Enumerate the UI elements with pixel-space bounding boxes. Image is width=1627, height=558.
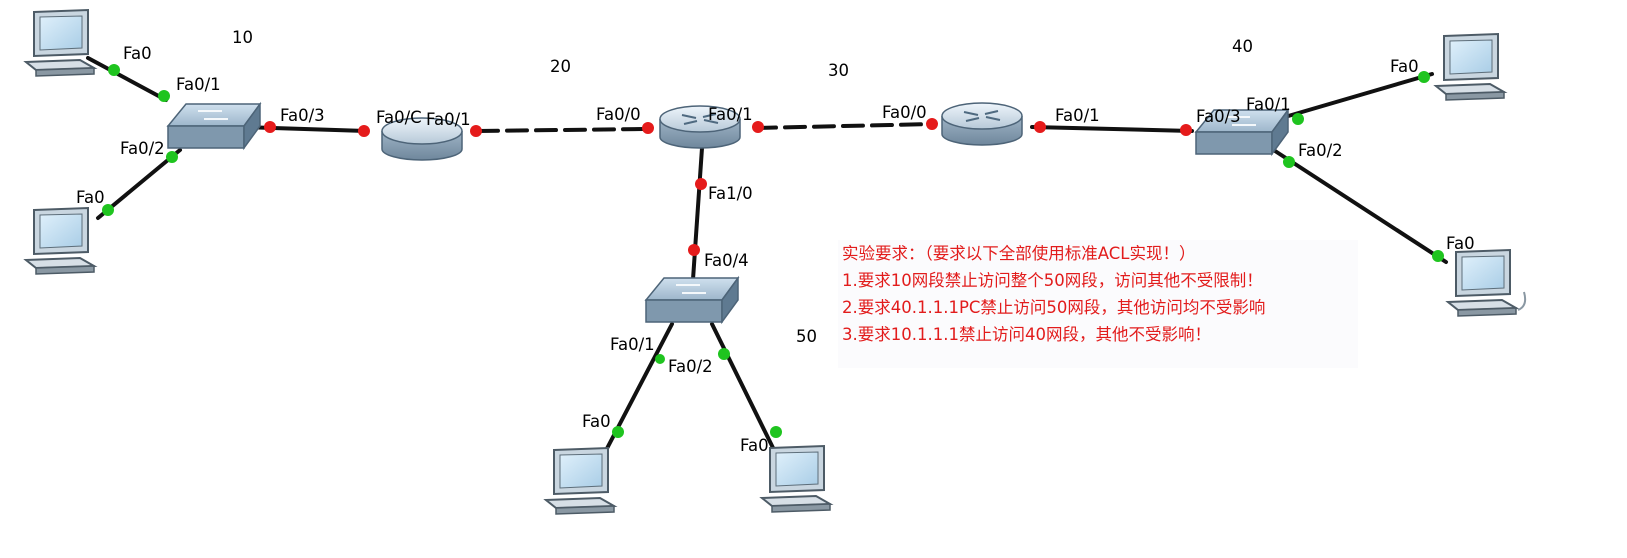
- link-down-dot: [264, 121, 276, 133]
- link-up-dot: [108, 64, 120, 76]
- port-label: Fa0: [1446, 234, 1475, 253]
- port-label: Fa1/0: [708, 184, 753, 203]
- link-up-dot: [1283, 156, 1295, 168]
- link-down-dot: [695, 178, 707, 190]
- network-label-50: 50: [796, 327, 817, 346]
- pc-top-right[interactable]: [1433, 32, 1508, 101]
- requirement-item-1: 1.要求10网段禁止访问整个50网段，访问其他不受限制！: [842, 271, 1263, 290]
- port-label: Fa0/0: [882, 103, 927, 122]
- link-up-dot: [612, 426, 624, 438]
- link-down-dot: [1034, 121, 1046, 133]
- port-label: Fa0: [76, 188, 105, 207]
- requirement-item-3: 3.要求10.1.1.1禁止访问40网段，其他不受影响！: [842, 325, 1211, 344]
- port-label: Fa0/1: [1246, 95, 1291, 114]
- cable-r3-sw3: [1030, 125, 1194, 133]
- link-down-dot: [752, 121, 764, 133]
- requirements-note: 实验要求：（要求以下全部使用标准ACL实现！） 1.要求10网段禁止访问整个50…: [838, 240, 1358, 368]
- link-down-dot: [358, 125, 370, 137]
- link-up-dot: [166, 151, 178, 163]
- link-up-dot: [770, 426, 782, 438]
- switch-bottom[interactable]: [644, 275, 740, 325]
- network-label-20: 20: [550, 57, 571, 76]
- port-label: Fa0/3: [1196, 107, 1241, 126]
- link-down-dot: [1180, 124, 1192, 136]
- pc-bottom-left[interactable]: [543, 446, 618, 515]
- port-label: Fa0/1: [1055, 106, 1100, 125]
- port-label: Fa0/1: [610, 335, 655, 354]
- port-label: Fa0/4: [704, 251, 749, 270]
- pc-bottom-right[interactable]: [759, 444, 834, 513]
- router-left[interactable]: [381, 117, 463, 161]
- port-label: Fa0/2: [120, 139, 165, 158]
- port-label: Fa0/2: [1298, 141, 1343, 160]
- cable-sw3-pc3: [1276, 72, 1434, 121]
- cable-sw1-r1: [242, 125, 368, 133]
- network-label-10: 10: [232, 28, 253, 47]
- port-label: Fa0/1: [426, 110, 471, 129]
- link-down-dot: [926, 118, 938, 130]
- port-label: Fa0/1: [176, 75, 221, 94]
- port-label: Fa0/0: [596, 105, 641, 124]
- network-label-40: 40: [1232, 37, 1253, 56]
- link-status-dots: [102, 64, 1444, 438]
- port-label: Fa0/1: [708, 105, 753, 124]
- link-down-dot: [688, 244, 700, 256]
- cable-sw2-pc6: [710, 322, 780, 460]
- pc-right-bottom[interactable]: [1445, 248, 1527, 317]
- requirement-item-2: 2.要求40.1.1.1PC禁止访问50网段，其他访问均不受影响: [842, 298, 1266, 317]
- port-label: Fa0: [123, 44, 152, 63]
- link-up-dot: [1418, 71, 1430, 83]
- pc-top-left[interactable]: [23, 8, 98, 77]
- cable-pc1-sw1: [86, 56, 168, 102]
- router-center[interactable]: [659, 105, 741, 149]
- link-up-dot: [1292, 113, 1304, 125]
- requirements-title: 实验要求：（要求以下全部使用标准ACL实现！）: [842, 244, 1196, 263]
- link-down-dot: [470, 125, 482, 137]
- port-label: Fa0/2: [668, 357, 713, 376]
- cable-r2-r3: [754, 122, 936, 130]
- network-label-30: 30: [828, 61, 849, 80]
- link-up-dot: [1432, 250, 1444, 262]
- cable-sw3-pc4: [1270, 147, 1448, 264]
- switch-right[interactable]: [1194, 107, 1290, 157]
- network-labels: 10 20 30 40 50: [232, 28, 1253, 346]
- port-label: Fa0: [1390, 57, 1419, 76]
- port-labels: Fa0 Fa0/1 Fa0/3 Fa0/2 Fa0 Fa0/C Fa0/1 Fa…: [76, 44, 1475, 455]
- cable-r1-r2: [476, 127, 646, 133]
- link-up-dot: [655, 354, 665, 364]
- port-label: Fa0: [740, 436, 769, 455]
- switch-left[interactable]: [166, 101, 262, 151]
- port-label: Fa0: [582, 412, 611, 431]
- port-label: Fa0/3: [280, 106, 325, 125]
- link-up-dot: [158, 90, 170, 102]
- cable-r2-sw2: [690, 146, 704, 296]
- link-up-dot: [718, 348, 730, 360]
- link-down-dot: [642, 122, 654, 134]
- link-up-dot: [102, 204, 114, 216]
- port-label: Fa0/C: [376, 108, 422, 127]
- pc-left-bottom[interactable]: [23, 206, 98, 275]
- router-right[interactable]: [941, 102, 1023, 146]
